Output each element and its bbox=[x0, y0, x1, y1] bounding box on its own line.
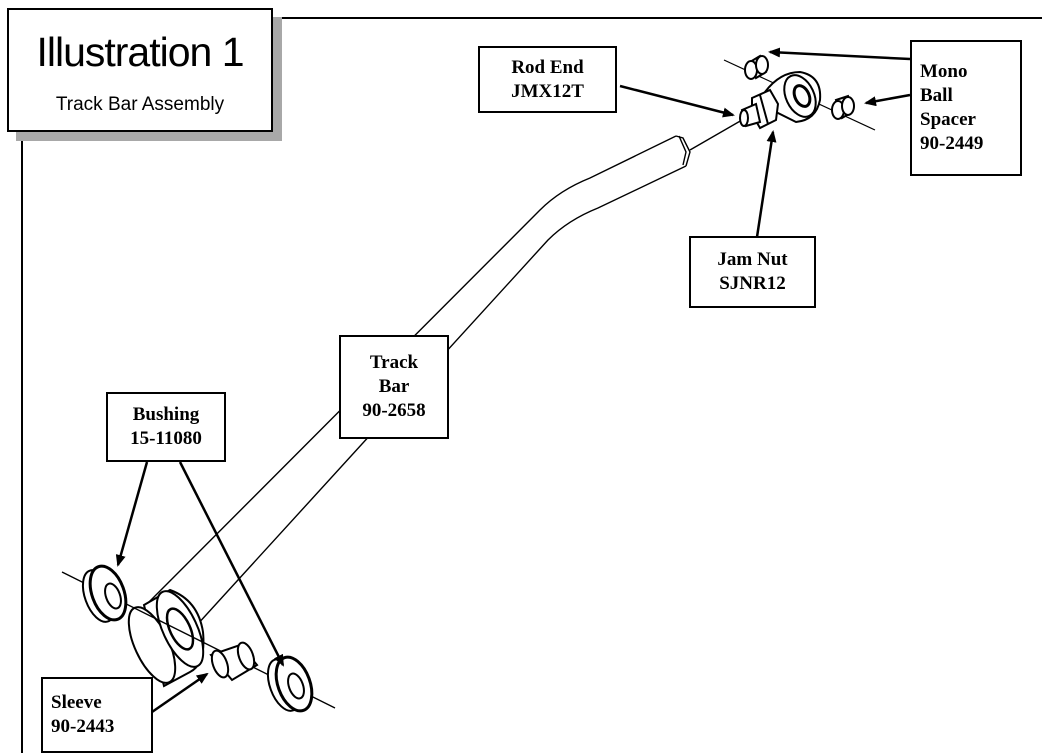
bushing-left-leader-arrow bbox=[115, 461, 149, 567]
jam-nut-leader-arrow bbox=[755, 130, 777, 238]
right-bushing-part bbox=[266, 655, 314, 713]
callout-spacer-part-number: 90-2449 bbox=[920, 133, 984, 154]
mono-ball-spacer-upper bbox=[744, 54, 769, 80]
left-bushing-part bbox=[81, 564, 128, 623]
bushing-right-leader-arrow bbox=[178, 461, 285, 667]
spacer-lower-leader-arrow bbox=[864, 93, 911, 107]
callout-sleeve-name: Sleeve bbox=[51, 692, 102, 713]
callout-spacer-line-1: Mono bbox=[920, 61, 968, 82]
callout-rod-end-part-number: JMX12T bbox=[511, 80, 584, 102]
sleeve-part bbox=[209, 641, 259, 682]
callout-spacer-line-2: Ball bbox=[920, 85, 953, 106]
rod-end-leader-arrow bbox=[619, 84, 735, 118]
callout-track-bar-part-number: 90-2658 bbox=[362, 400, 426, 421]
sleeve-leader-arrow bbox=[151, 672, 209, 714]
mono-ball-spacer-lower bbox=[831, 94, 855, 120]
callout-mono-ball-spacer: Mono Ball Spacer 90-2449 bbox=[910, 40, 1022, 176]
title-block: Illustration 1 Track Bar Assembly bbox=[7, 8, 273, 132]
track-bar-part bbox=[146, 119, 743, 627]
track-bar-eye bbox=[127, 588, 205, 688]
callout-sleeve-part-number: 90-2443 bbox=[51, 716, 115, 737]
callout-bushing: Bushing 15-11080 bbox=[106, 392, 226, 462]
callout-jam-nut-name: Jam Nut bbox=[717, 249, 788, 270]
title-heading: Illustration 1 bbox=[36, 29, 244, 75]
spacer-upper-leader-arrow bbox=[768, 47, 911, 61]
callout-track-bar-line-1: Track bbox=[369, 352, 419, 373]
callout-jam-nut-part-number: SJNR12 bbox=[719, 273, 786, 294]
callout-spacer-line-3: Spacer bbox=[920, 109, 976, 130]
callout-bushing-part-number: 15-11080 bbox=[130, 428, 202, 449]
callout-rod-end-name: Rod End bbox=[511, 56, 584, 78]
callout-track-bar-line-2: Bar bbox=[378, 376, 410, 397]
callout-rod-end: Rod End JMX12T bbox=[478, 46, 617, 113]
callout-jam-nut: Jam Nut SJNR12 bbox=[689, 236, 816, 308]
callout-track-bar: Track Bar 90-2658 bbox=[339, 335, 449, 439]
rod-end-part bbox=[723, 59, 876, 131]
callout-bushing-name: Bushing bbox=[132, 404, 200, 425]
callout-sleeve: Sleeve 90-2443 bbox=[41, 677, 153, 753]
title-subtitle: Track Bar Assembly bbox=[55, 94, 225, 115]
